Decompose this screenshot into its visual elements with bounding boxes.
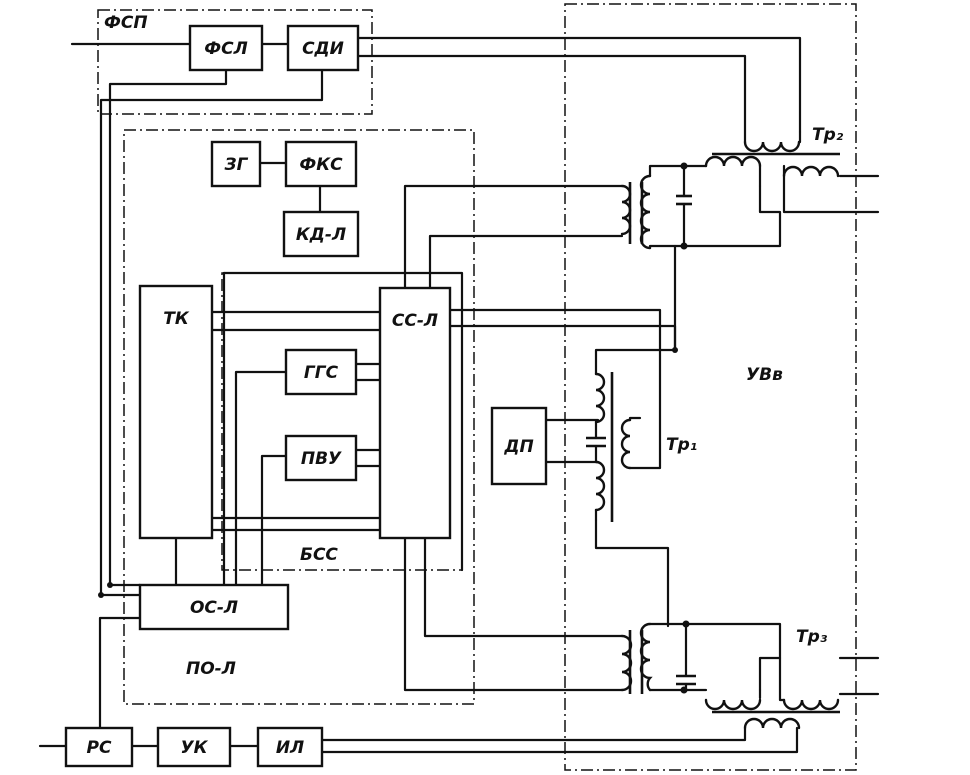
block-rs: РС (64, 726, 134, 768)
po-l-label: ПО-Л (186, 659, 236, 679)
svg-text:ЗГ: ЗГ (224, 155, 249, 175)
tr2-top-coil (743, 140, 801, 153)
tr1-upper-coil (594, 372, 606, 424)
svg-text:СДИ: СДИ (302, 39, 344, 59)
block-os-l: ОС-Л (138, 583, 290, 631)
bss-label: БСС (300, 545, 338, 565)
block-uk: УК (156, 726, 232, 768)
svg-text:ГГС: ГГС (304, 363, 339, 383)
uvv-label: УВв (746, 365, 783, 385)
svg-text:ИЛ: ИЛ (276, 738, 304, 758)
transformer-tr2: Тр₂ (620, 125, 844, 250)
block-sdi: СДИ (286, 24, 360, 72)
tr3-bottom-coil (743, 717, 801, 730)
block-fks: ФКС (284, 140, 358, 188)
svg-text:КД-Л: КД-Л (296, 225, 346, 245)
block-il: ИЛ (256, 726, 324, 768)
transformer-tr1: Тр₁ (586, 372, 697, 522)
tr2-inductor-a (704, 155, 762, 168)
block-ggs: ГГС (284, 348, 358, 396)
block-tk: ТК (138, 284, 214, 540)
block-kd-l: КД-Л (282, 210, 360, 258)
block-ss-l: СС-Л (378, 286, 452, 540)
tr1-secondary-coil (620, 418, 632, 470)
svg-text:ПВУ: ПВУ (301, 449, 342, 469)
tr2-secondary-coil (639, 174, 652, 250)
block-zg: ЗГ (210, 140, 262, 188)
tr2-label: Тр₂ (812, 125, 844, 145)
blocks: ФСЛ СДИ ЗГ ФКС КД-Л ТК СС-Л ГГС (64, 24, 548, 768)
tr3-inductor-b (782, 698, 840, 711)
uvv-group-border (564, 3, 857, 771)
tr3-secondary-coil (639, 622, 653, 692)
fsp-label: ФСП (104, 13, 148, 33)
tr2-inductor-b (782, 165, 840, 178)
block-dp: ДП (490, 406, 548, 486)
fsp-group-border (97, 9, 373, 115)
tr1-lower-coil (594, 460, 606, 512)
wires (38, 36, 880, 754)
svg-text:ДП: ДП (503, 437, 533, 457)
svg-text:ФКС: ФКС (299, 155, 343, 175)
svg-text:РС: РС (87, 738, 112, 758)
block-fsl: ФСЛ (188, 24, 264, 72)
block-pvu: ПВУ (284, 434, 358, 482)
transformer-tr3: Тр₃ (620, 622, 840, 730)
svg-text:ФСЛ: ФСЛ (204, 39, 247, 59)
tr3-label: Тр₃ (796, 627, 828, 647)
svg-text:ТК: ТК (163, 309, 190, 329)
svg-text:СС-Л: СС-Л (392, 311, 438, 331)
tr1-label: Тр₁ (666, 435, 697, 455)
svg-text:УК: УК (180, 738, 208, 758)
group-labels: ФСП БСС ПО-Л УВв (104, 13, 783, 679)
svg-text:ОС-Л: ОС-Л (190, 598, 238, 618)
tr3-inductor-a (704, 698, 762, 711)
